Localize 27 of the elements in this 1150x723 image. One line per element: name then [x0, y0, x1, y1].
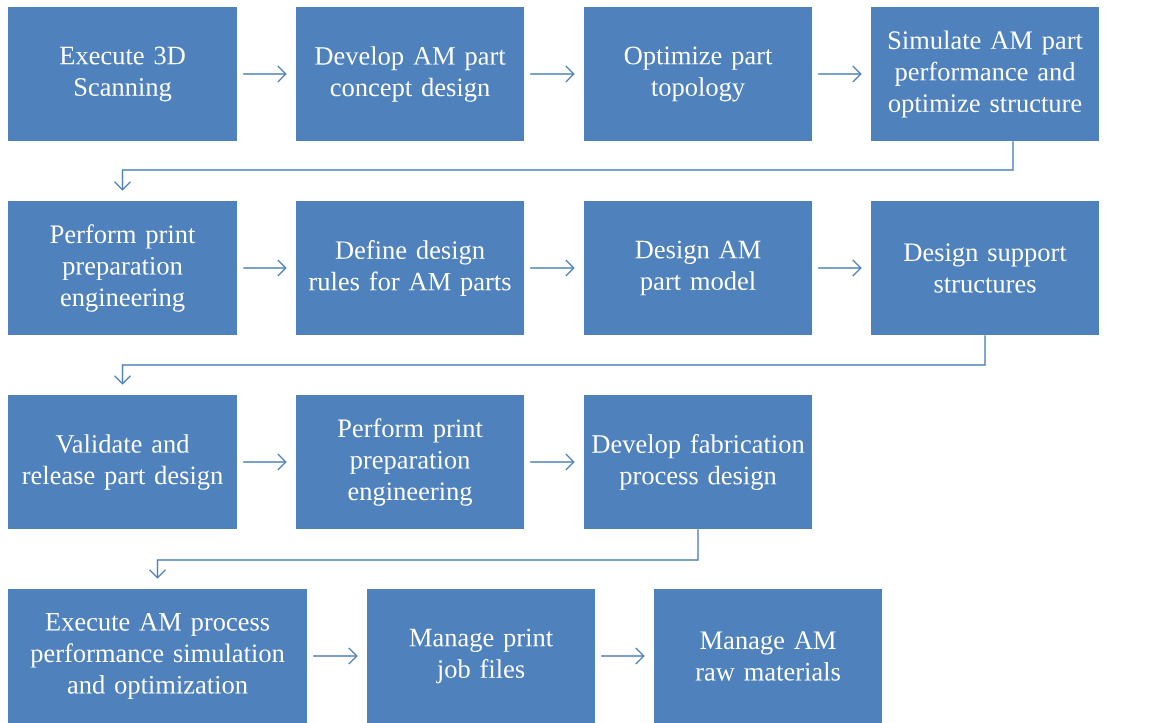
process-box: Perform print preparation engineering — [8, 201, 237, 335]
arrow — [817, 65, 862, 83]
process-box: Optimize part topology — [584, 7, 812, 141]
arrow — [242, 259, 287, 277]
process-box: Develop fabrication process design — [584, 395, 812, 529]
arrow — [242, 453, 287, 471]
process-box: Design AM part model — [584, 201, 812, 335]
arrow — [242, 65, 287, 83]
arrow — [529, 259, 575, 277]
arrow — [113, 140, 1014, 191]
process-box: Manage AM raw materials — [654, 589, 882, 723]
process-box: Develop AM part concept design — [296, 7, 524, 141]
process-box: Define design rules for AM parts — [296, 201, 524, 335]
process-box: Simulate AM part performance and optimize structure — [871, 7, 1099, 141]
process-box: Manage print job files — [367, 589, 595, 723]
arrow — [529, 453, 575, 471]
process-box: Design support structures — [871, 201, 1099, 335]
arrow — [600, 647, 645, 665]
arrow — [113, 334, 986, 385]
arrow — [817, 259, 862, 277]
process-box: Perform print preparation engineering — [296, 395, 524, 529]
arrow — [529, 65, 575, 83]
process-box: Execute AM process performance simulation and optimization — [8, 589, 307, 723]
arrow — [148, 528, 699, 579]
process-box: Validate and release part design — [8, 395, 237, 529]
process-box: Execute 3D Scanning — [8, 7, 237, 141]
arrow — [312, 647, 358, 665]
